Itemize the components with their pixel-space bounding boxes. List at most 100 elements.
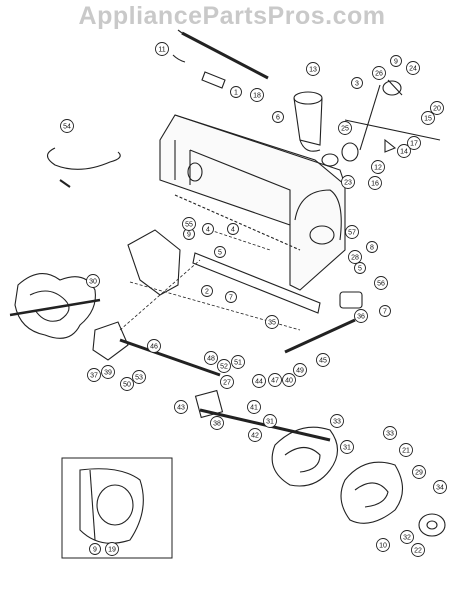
- callout-label: 7: [229, 295, 233, 302]
- callout-41: 41: [247, 400, 261, 414]
- callout-55: 55: [182, 217, 196, 231]
- callout-label: 4: [206, 227, 210, 234]
- shave-plate: [192, 252, 321, 314]
- callout-label: 5: [358, 266, 362, 273]
- callout-label: 22: [414, 548, 422, 555]
- callout-label: 39: [104, 370, 112, 377]
- chute-rod: [344, 119, 441, 141]
- drive-shaft: [284, 318, 356, 354]
- callout-label: 27: [223, 380, 231, 387]
- callout-label: 21: [402, 448, 410, 455]
- callout-label: 5: [218, 250, 222, 257]
- callout-label: 33: [386, 431, 394, 438]
- callout-label: 50: [123, 382, 131, 389]
- callout-label: 12: [374, 165, 382, 172]
- callout-label: 38: [213, 421, 221, 428]
- callout-40: 40: [282, 373, 296, 387]
- callout-13: 13: [306, 62, 320, 76]
- callout-label: 52: [220, 364, 228, 371]
- impeller-left: [271, 426, 339, 487]
- callout-52: 52: [217, 359, 231, 373]
- callout-12: 12: [371, 160, 385, 174]
- power-cord: [46, 147, 121, 188]
- drift-cutter: [339, 291, 363, 309]
- callout-label: 19: [108, 547, 116, 554]
- callout-label: 31: [343, 445, 351, 452]
- callout-label: 8: [370, 245, 374, 252]
- callout-label: 11: [158, 47, 165, 54]
- impeller-shaft: [177, 29, 269, 80]
- callout-16: 16: [368, 176, 382, 190]
- callout-label: 31: [266, 419, 274, 426]
- callout-9: 9: [390, 55, 402, 67]
- callout-label: 18: [253, 93, 261, 100]
- pulley: [382, 80, 402, 96]
- callout-5: 5: [214, 246, 226, 258]
- callout-label: 20: [433, 106, 441, 113]
- auger-left: [9, 273, 101, 339]
- callout-label: 53: [135, 375, 143, 382]
- callout-label: 56: [377, 281, 385, 288]
- callout-label: 3: [355, 81, 359, 88]
- callout-17: 17: [407, 136, 421, 150]
- side-plate: [127, 229, 181, 296]
- callout-5: 5: [354, 262, 366, 274]
- callout-6: 6: [272, 111, 284, 123]
- callout-25: 25: [338, 121, 352, 135]
- callout-35: 35: [265, 315, 279, 329]
- callout-label: 1: [234, 90, 238, 97]
- callout-9: 9: [89, 543, 101, 555]
- callout-label: 4: [231, 227, 235, 234]
- callout-label: 46: [150, 344, 158, 351]
- callout-33: 33: [383, 426, 397, 440]
- callout-label: 15: [424, 116, 432, 123]
- callout-label: 13: [309, 67, 317, 74]
- callout-49: 49: [293, 363, 307, 377]
- pulley-34: [418, 513, 446, 537]
- auger-housing: [159, 114, 346, 291]
- callout-4: 4: [227, 223, 239, 235]
- callout-label: 57: [348, 230, 356, 237]
- callout-label: 2: [205, 289, 209, 296]
- callout-23: 23: [341, 175, 355, 189]
- callout-34: 34: [433, 480, 447, 494]
- impeller-right: [340, 461, 404, 524]
- callout-label: 54: [63, 124, 71, 131]
- callout-label: 41: [250, 405, 258, 412]
- callout-38: 38: [210, 416, 224, 430]
- callout-11: 11: [155, 42, 169, 56]
- callout-label: 35: [268, 320, 276, 327]
- callout-44: 44: [252, 374, 266, 388]
- callout-label: 6: [276, 115, 280, 122]
- callout-label: 55: [185, 222, 193, 229]
- callout-29: 29: [412, 465, 426, 479]
- callout-22: 22: [411, 543, 425, 557]
- callout-label: 48: [207, 356, 215, 363]
- callout-label: 40: [285, 378, 293, 385]
- callout-label: 36: [357, 314, 365, 321]
- callout-57: 57: [345, 225, 359, 239]
- callout-21: 21: [399, 443, 413, 457]
- callout-53: 53: [132, 370, 146, 384]
- callout-18: 18: [250, 88, 264, 102]
- callout-label: 45: [319, 358, 327, 365]
- callout-46: 46: [147, 339, 161, 353]
- callout-37: 37: [87, 368, 101, 382]
- callout-56: 56: [374, 276, 388, 290]
- callout-label: 49: [296, 368, 304, 375]
- callout-label: 32: [403, 535, 411, 542]
- callout-24: 24: [406, 61, 420, 75]
- callout-label: 23: [344, 180, 352, 187]
- callout-label: 29: [415, 470, 423, 477]
- discharge-chute: [293, 91, 323, 152]
- callout-31: 31: [263, 414, 277, 428]
- callout-50: 50: [120, 377, 134, 391]
- callout-30: 30: [86, 274, 100, 288]
- callout-label: 28: [351, 255, 359, 262]
- callout-label: 43: [177, 405, 185, 412]
- callout-42: 42: [248, 428, 262, 442]
- callout-27: 27: [220, 375, 234, 389]
- callout-label: 10: [379, 543, 387, 550]
- watermark: AppliancePartsPros.com: [78, 2, 386, 30]
